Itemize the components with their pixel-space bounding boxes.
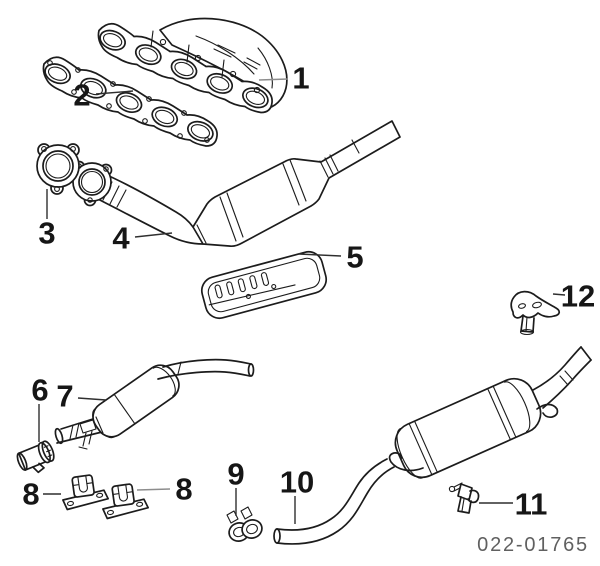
part-8-rubber-hanger-right [99, 481, 150, 520]
leader-line-4 [134, 232, 173, 238]
part-10-rear-pipe-and-muffler [273, 346, 592, 545]
part-5-heat-shield [200, 250, 328, 320]
part-number-label-8-left: 8 [22, 477, 39, 512]
leader-line-12 [552, 293, 566, 296]
part-number-label-6: 6 [31, 373, 48, 408]
part-2-manifold-gasket [41, 56, 218, 147]
part-number-label-5: 5 [346, 240, 363, 275]
part-8-rubber-hanger-left [59, 472, 110, 511]
part-9-pipe-clamp [226, 506, 263, 542]
part-number-label-11: 11 [515, 487, 548, 522]
part-6-clamp [16, 440, 55, 474]
leader-line-5 [298, 253, 342, 257]
part-number-label-10: 10 [280, 465, 314, 500]
part-12-bracket [510, 290, 560, 336]
part-number-label-1: 1 [292, 61, 309, 96]
leader-line-7 [77, 397, 107, 401]
part-number-label-2: 2 [73, 78, 90, 113]
leader-line-2 [95, 90, 134, 95]
leader-line-1 [258, 78, 289, 81]
part-4-front-pipe-catalytic-converter [85, 120, 401, 248]
drawing-code: 022-01765 [477, 534, 589, 556]
part-number-label-9: 9 [227, 457, 244, 492]
part-11-bracket [448, 482, 480, 514]
part-number-label-7: 7 [56, 379, 73, 414]
leader-line-8-right [136, 488, 171, 491]
part-number-label-12: 12 [561, 279, 595, 314]
part-7-center-muffler [54, 358, 255, 450]
part-3-flange-gaskets [36, 143, 113, 207]
callout-labels: 1 2 3 4 5 6 7 8 8 9 10 11 12 [22, 61, 595, 522]
part-number-label-8-right: 8 [175, 472, 192, 507]
parts-artwork [16, 17, 592, 545]
part-number-label-4: 4 [112, 221, 130, 256]
part-number-label-3: 3 [38, 216, 55, 251]
part-1-exhaust-manifold [96, 17, 288, 114]
callout-leaders [38, 78, 566, 524]
